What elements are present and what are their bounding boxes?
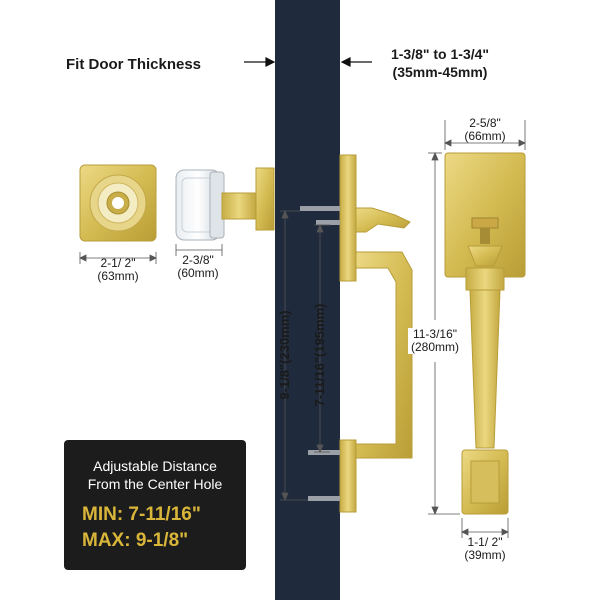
knob-side-view xyxy=(175,167,275,241)
info-max: MAX: 9-1/8" xyxy=(82,530,189,551)
knob-width-imperial: 2-3/8" xyxy=(182,253,214,267)
info-min: MIN: 7-11/16" xyxy=(82,504,201,525)
fit-door-thickness-label: Fit Door Thickness xyxy=(66,56,202,73)
handleset-side-view xyxy=(300,154,413,513)
adjustable-distance-box: Adjustable Distance From the Center Hole… xyxy=(64,440,246,570)
rosette-width-metric: (63mm) xyxy=(97,269,139,283)
handle-bottom-width-metric: (39mm) xyxy=(464,548,506,562)
min-distance-label: 7-11/16"(195mm) xyxy=(312,303,327,407)
info-line-2: From the Center Hole xyxy=(87,476,223,492)
rosette-width-imperial: 2-1/ 2" xyxy=(100,256,136,270)
handleset-front-view xyxy=(444,152,526,515)
distance-dimensions xyxy=(280,209,330,502)
handle-bottom-width-imperial: 1-1/ 2" xyxy=(467,535,503,549)
handle-height-imperial: 11-3/16" xyxy=(408,328,462,341)
handle-dimensions xyxy=(428,120,526,538)
door-thickness-arrows xyxy=(244,57,372,67)
max-distance-label: 9-1/8"(230mm) xyxy=(277,310,292,400)
knob-dimension xyxy=(175,244,223,256)
rosette-dimension xyxy=(79,252,157,264)
handle-top-width-metric: (66mm) xyxy=(464,129,506,143)
rosette-front-view xyxy=(79,164,157,242)
handle-top-width-imperial: 2-5/8" xyxy=(469,116,501,130)
knob-width-metric: (60mm) xyxy=(177,266,219,280)
handle-height-metric: (280mm) xyxy=(408,341,462,354)
door-thickness-metric: (35mm-45mm) xyxy=(392,64,488,80)
door-thickness-imperial: 1-3/8" to 1-3/4" xyxy=(390,46,490,62)
info-line-1: Adjustable Distance xyxy=(93,458,217,474)
